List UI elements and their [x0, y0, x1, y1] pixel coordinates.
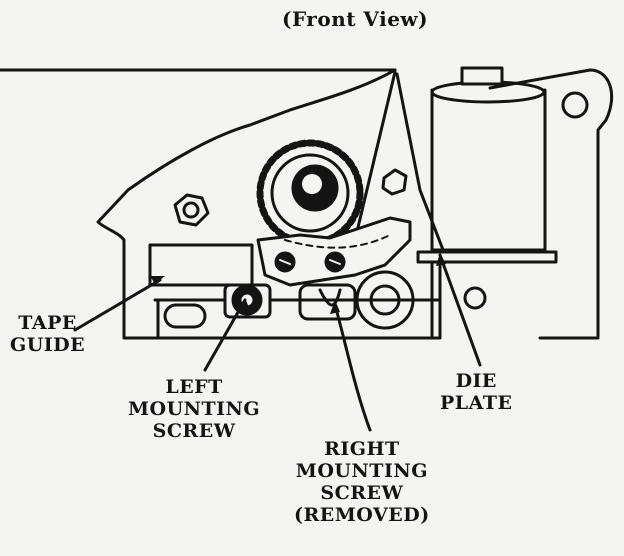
frame-hole [561, 91, 589, 119]
tape-guide-label: TAPE GUIDE [10, 312, 86, 356]
left-mounting-screw [223, 283, 272, 319]
round-boss [355, 270, 415, 330]
tape-guide-plate [148, 243, 254, 287]
right-screw-leader [333, 303, 372, 432]
pointer-lever [353, 70, 397, 242]
die-plate-label: DIE PLATE [440, 370, 513, 414]
right-frame [488, 68, 614, 340]
left-screw-leader [203, 298, 247, 372]
right-screw-hole [298, 283, 357, 321]
view-title: (Front View) [282, 7, 429, 31]
die-plate-assembly [416, 66, 558, 340]
lever-nut [381, 168, 408, 196]
hex-bolt [173, 193, 210, 227]
bracket-plate [256, 216, 412, 287]
left-mounting-screw-label: LEFT MOUNTING SCREW [128, 376, 261, 442]
dashed-outline [284, 234, 391, 249]
guide-slot [163, 303, 207, 329]
tape-guide-leader [73, 278, 162, 332]
main-frame [96, 68, 442, 340]
right-mounting-screw-label: RIGHT MOUNTING SCREW (REMOVED) [294, 438, 430, 526]
die-plate-leader [438, 253, 482, 367]
gear [256, 139, 364, 247]
